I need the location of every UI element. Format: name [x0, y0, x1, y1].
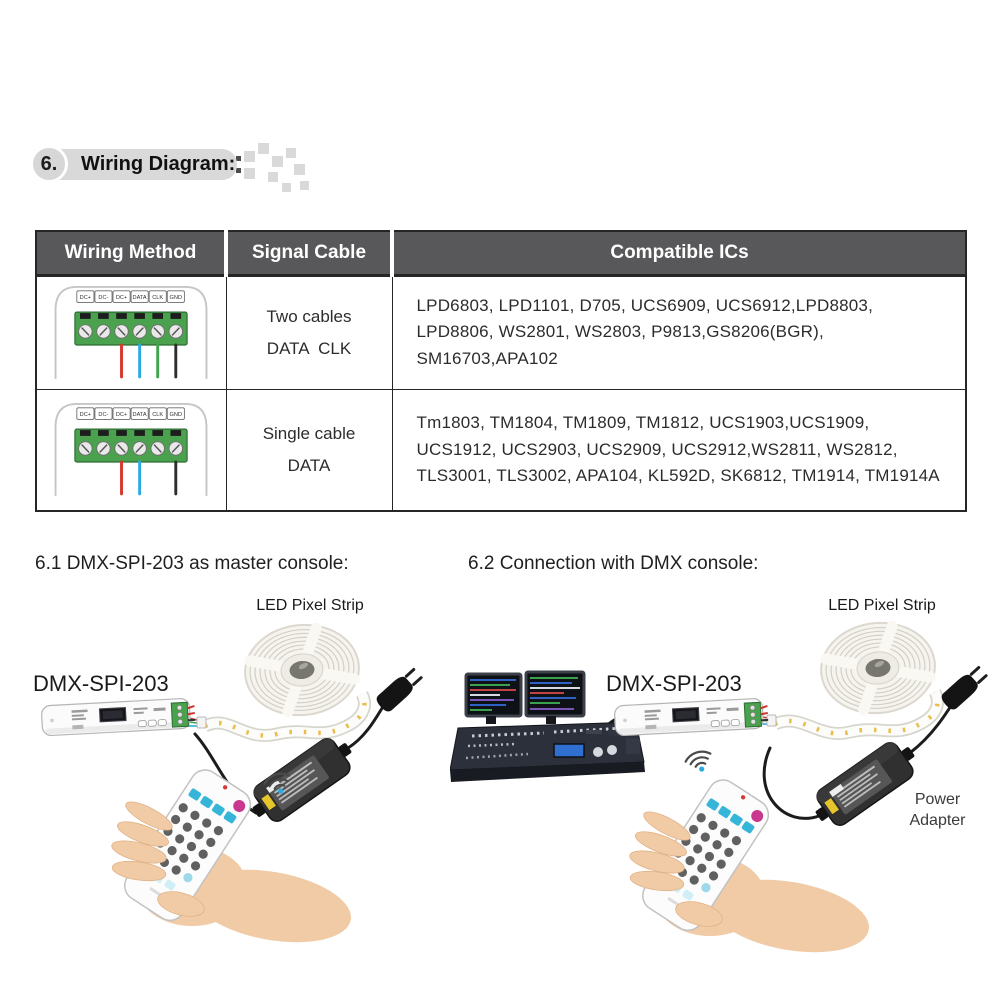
- power-adapter: [242, 729, 362, 831]
- subsection-6-2-title: 6.2 Connection with DMX console:: [468, 553, 759, 574]
- led-strip: [772, 689, 944, 740]
- diagram-6-1-illustration: DC+ DC- DC+ DATA CLK GND: [40, 588, 426, 955]
- signal-cable-line2: DATA CLK: [266, 338, 352, 358]
- signal-cable-line1: Single cable: [262, 423, 356, 443]
- led-pixel-strip-label: LED Pixel Strip: [828, 597, 936, 614]
- wiring-method-cell: [35, 388, 227, 512]
- section-heading-text: Wiring Diagram:: [81, 153, 236, 175]
- col-header-wiring-method: Wiring Method: [36, 231, 226, 277]
- signal-cable-cell: Two cables DATA CLK: [225, 274, 393, 390]
- table-row: Two cables DATA CLK LPD6803, LPD1101, D7…: [35, 274, 967, 390]
- power-plug: [373, 665, 426, 715]
- wiring-table: Wiring Method Signal Cable Compatible IC…: [35, 230, 967, 512]
- spi-controller: [613, 696, 770, 737]
- section-heading: Wiring Diagram:: [55, 149, 237, 180]
- wiring-method-cell: [35, 274, 227, 390]
- col-header-signal-cable: Signal Cable: [224, 231, 392, 277]
- led-pixel-strip-label: LED Pixel Strip: [256, 597, 364, 614]
- signal-cable-line2: DATA: [287, 455, 331, 475]
- wifi-signal-icon: [682, 747, 716, 777]
- table-row: Single cable DATA Tm1803, TM1804, TM1809…: [35, 388, 967, 512]
- power-plug: [938, 663, 990, 713]
- controller-label: DMX-SPI-203: [33, 671, 169, 696]
- terminal-wires: [120, 460, 178, 496]
- compatible-ics-cell: Tm1803, TM1804, TM1809, TM1812, UCS1903,…: [391, 388, 967, 512]
- signal-cable-line1: Two cables: [266, 306, 352, 326]
- signal-cable-cell: Single cable DATA: [225, 388, 393, 512]
- terminal-wires: [120, 343, 178, 378]
- strip-connector: [188, 716, 207, 729]
- compatible-ics-cell: LPD6803, LPD1101, D705, UCS6909, UCS6912…: [391, 274, 967, 390]
- controller-label: DMX-SPI-203: [606, 671, 742, 696]
- led-reel: [241, 619, 364, 720]
- col-header-compatible-ics: Compatible ICs: [390, 231, 966, 277]
- spi-controller: [40, 696, 197, 737]
- section-number-badge: 6.: [30, 145, 68, 183]
- terminal-wiring-diagram-two-cables: [54, 285, 208, 380]
- led-strip: [202, 691, 371, 742]
- diagram-6-2-illustration: [450, 588, 990, 965]
- led-reel: [817, 617, 940, 718]
- pixel-mosaic-decoration: [236, 141, 326, 199]
- terminal-wiring-diagram-single-cable: [54, 402, 208, 497]
- power-adapter-label: Power Adapter: [909, 791, 966, 829]
- power-adapter: [805, 733, 925, 835]
- subsection-6-1-title: 6.1 DMX-SPI-203 as master console:: [35, 553, 349, 574]
